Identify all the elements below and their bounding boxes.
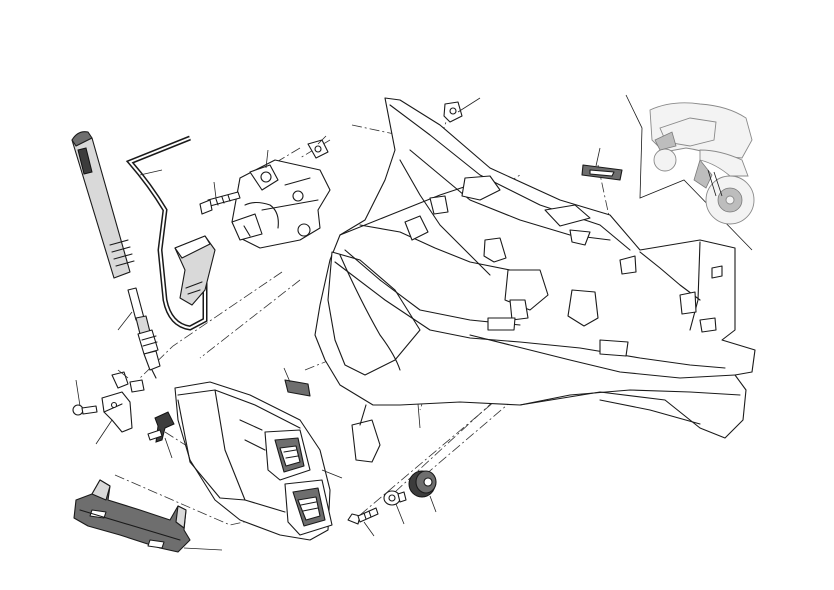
rubber-pad-icon <box>581 164 623 181</box>
ignition-cable-icon <box>71 131 216 331</box>
pad-icon <box>284 379 311 397</box>
clip-nut-icon <box>443 101 463 123</box>
motorcycle-icon <box>625 94 755 251</box>
washer-icon <box>383 490 407 506</box>
leader-lines <box>75 97 601 551</box>
bracket-icon <box>73 479 191 553</box>
spark-plug-icon <box>127 287 161 379</box>
clip-icon <box>147 411 175 443</box>
clip-nut-icon <box>307 139 329 159</box>
screw-icon <box>199 191 241 215</box>
fairing-panel-icon <box>314 97 756 463</box>
screw-icon <box>347 507 379 525</box>
ecu-icon <box>174 381 333 541</box>
ignition-coil-icon <box>231 159 331 249</box>
screw-icon <box>72 404 98 416</box>
bracket-icon <box>101 371 145 433</box>
grommet-icon <box>408 470 437 498</box>
